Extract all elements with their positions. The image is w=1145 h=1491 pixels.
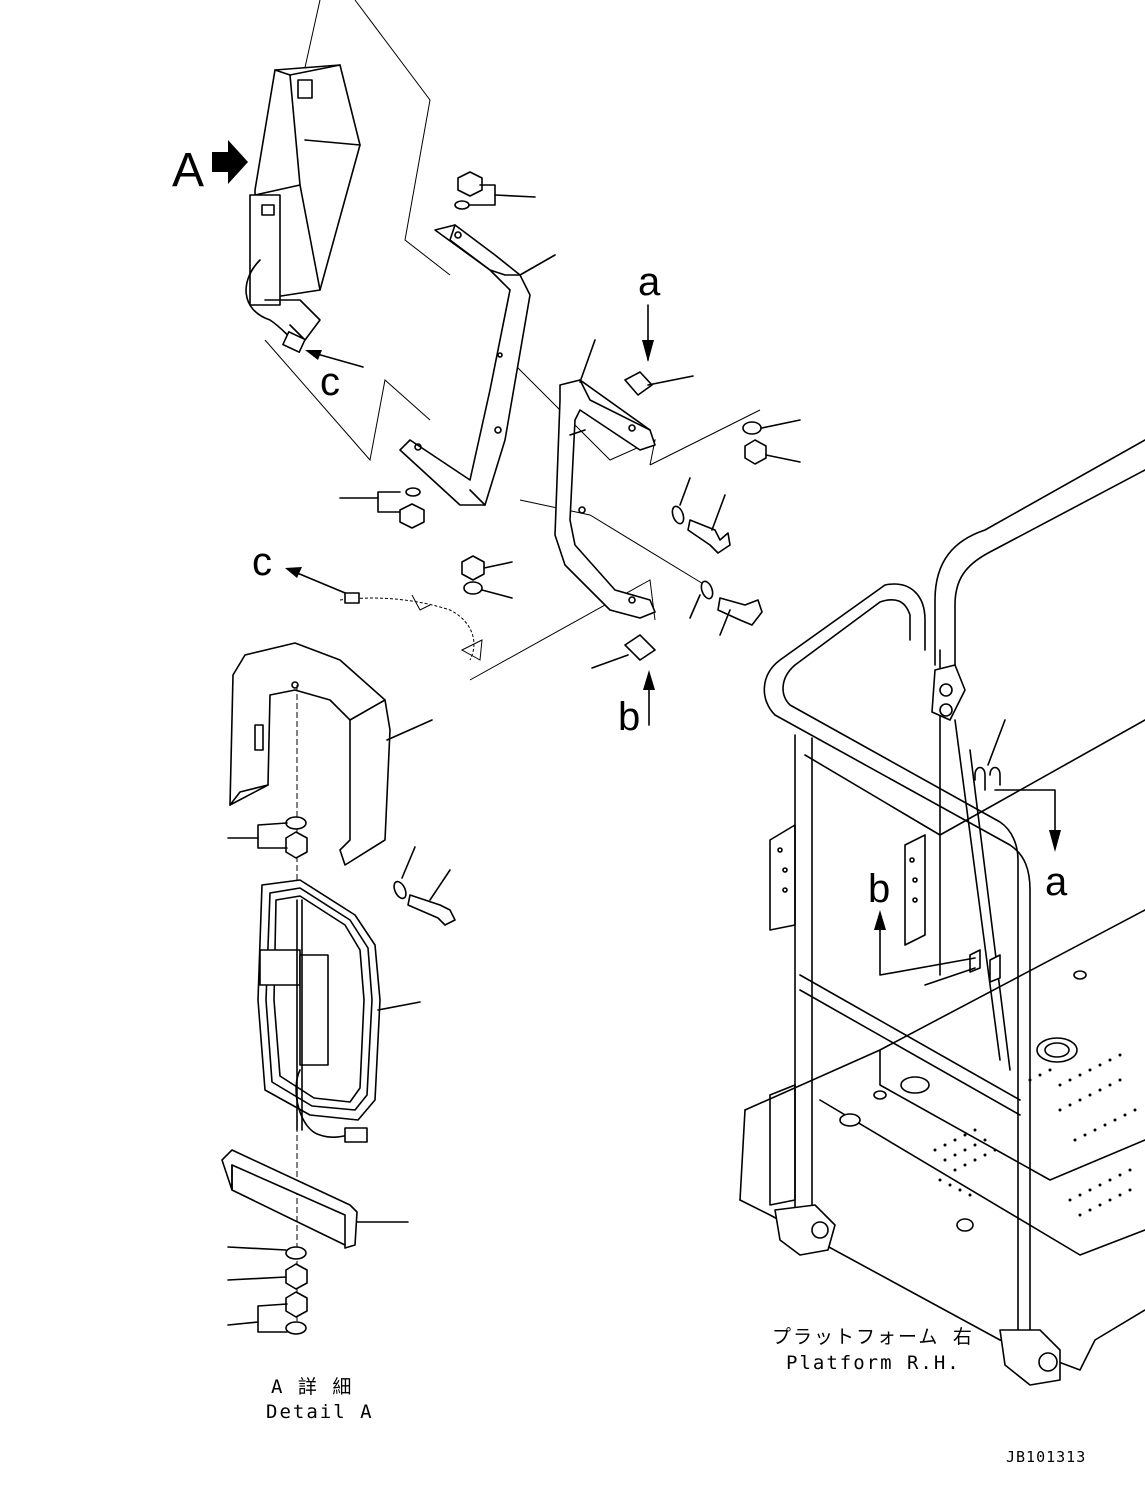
fasteners-right <box>742 419 801 465</box>
detail-caption-jp: A 詳 細 <box>271 1376 353 1398</box>
bracket-1 <box>399 224 556 506</box>
ref-a-top-label: a <box>638 260 661 304</box>
detail-A-fasteners <box>227 816 456 926</box>
ref-b-top-label: b <box>618 695 640 739</box>
fasteners-top <box>339 171 536 529</box>
bolts <box>671 477 763 636</box>
detail-A-cover <box>229 642 433 1330</box>
platform-caption-en: Platform R.H. <box>786 1352 961 1374</box>
detail-A-mirror <box>257 879 421 1143</box>
ref-a-right: a <box>994 789 1068 904</box>
platform-caption-jp: プラットフォーム 右 <box>772 1326 974 1348</box>
view-label-A: A <box>172 144 204 197</box>
detail-caption-en: Detail A <box>266 1401 374 1423</box>
ref-c-top-label: c <box>320 360 340 404</box>
ref-a-top: a <box>624 260 694 396</box>
fasteners-mid <box>461 555 513 599</box>
ref-c-mid: c <box>252 540 483 661</box>
mirror-assembly-top <box>245 64 361 353</box>
detail-A-bracket <box>221 1149 409 1249</box>
ref-b-top: b <box>591 634 656 739</box>
ref-b-right: b <box>868 867 976 976</box>
reference-lines <box>264 0 761 681</box>
deck-perforation <box>933 1053 1137 1217</box>
ref-c-mid-label: c <box>252 540 272 584</box>
ref-c-top: c <box>305 350 364 404</box>
drawing-code: JB101313 <box>1006 1448 1086 1466</box>
view-arrow-A: A <box>172 140 248 197</box>
detail-A-bottom-fasteners <box>227 1246 308 1335</box>
bracket-2 <box>554 339 656 619</box>
ref-a-right-label: a <box>1045 860 1068 904</box>
ref-b-right-label: b <box>868 867 890 911</box>
captions: A 詳 細 Detail A プラットフォーム 右 Platform R.H. … <box>266 1326 1086 1466</box>
platform-rh <box>739 439 1145 1386</box>
